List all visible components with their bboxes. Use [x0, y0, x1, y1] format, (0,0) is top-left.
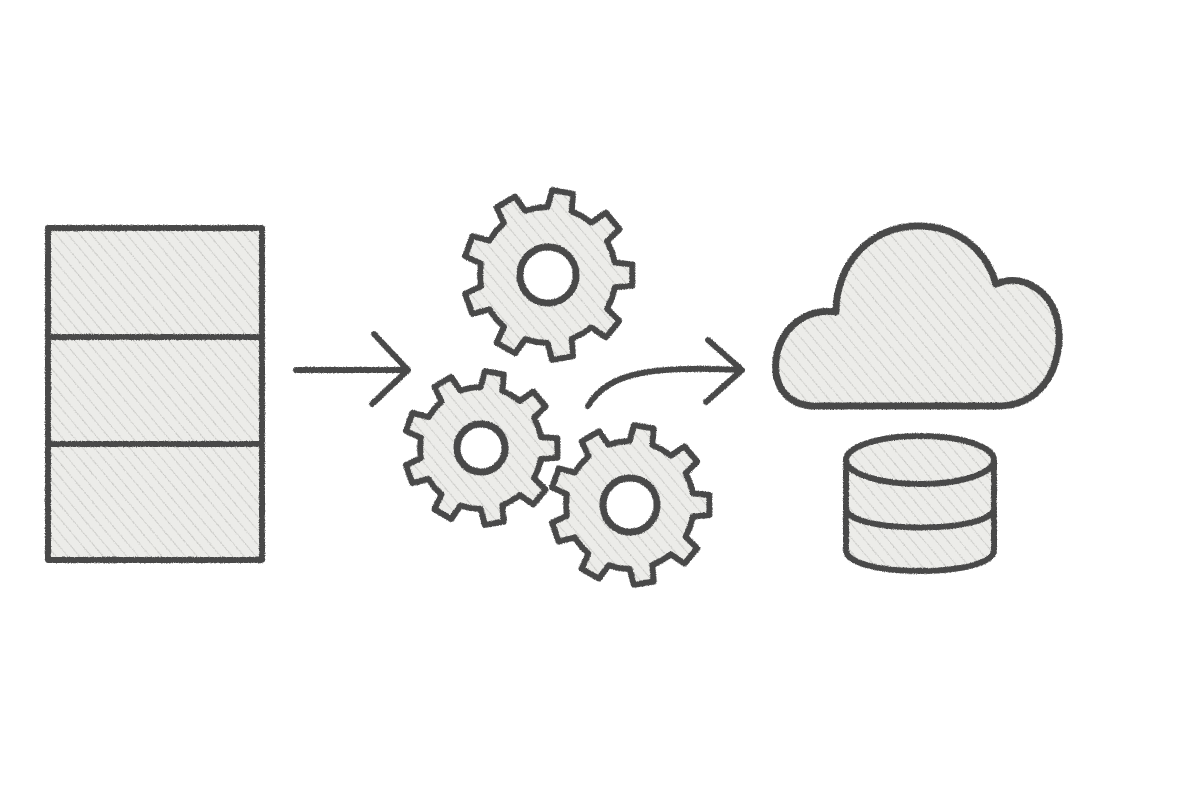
records-outer-box [45, 225, 265, 563]
gears-icon [402, 187, 713, 588]
gear-top-icon [462, 187, 636, 363]
database-top [843, 433, 997, 487]
database-icon [843, 433, 997, 574]
arrow-2-shaft [585, 365, 743, 409]
gear-bottom-left-icon [402, 368, 561, 528]
database-body [843, 457, 997, 574]
database-band-divider [843, 505, 997, 531]
arrow-2-head [703, 337, 745, 405]
gear-bottom-right-hole [599, 474, 661, 536]
stacked-records-icon [45, 225, 265, 563]
arrow-1-head [369, 331, 411, 407]
gear-bottom-left-hole [453, 420, 509, 476]
gear-bottom-right-icon [549, 422, 713, 588]
cloud-icon [772, 222, 1063, 410]
curved-arrow-right-icon [585, 337, 745, 409]
cloud-outline [772, 222, 1063, 410]
arrow-right-icon [293, 331, 411, 407]
gear-top-hole [516, 243, 580, 307]
